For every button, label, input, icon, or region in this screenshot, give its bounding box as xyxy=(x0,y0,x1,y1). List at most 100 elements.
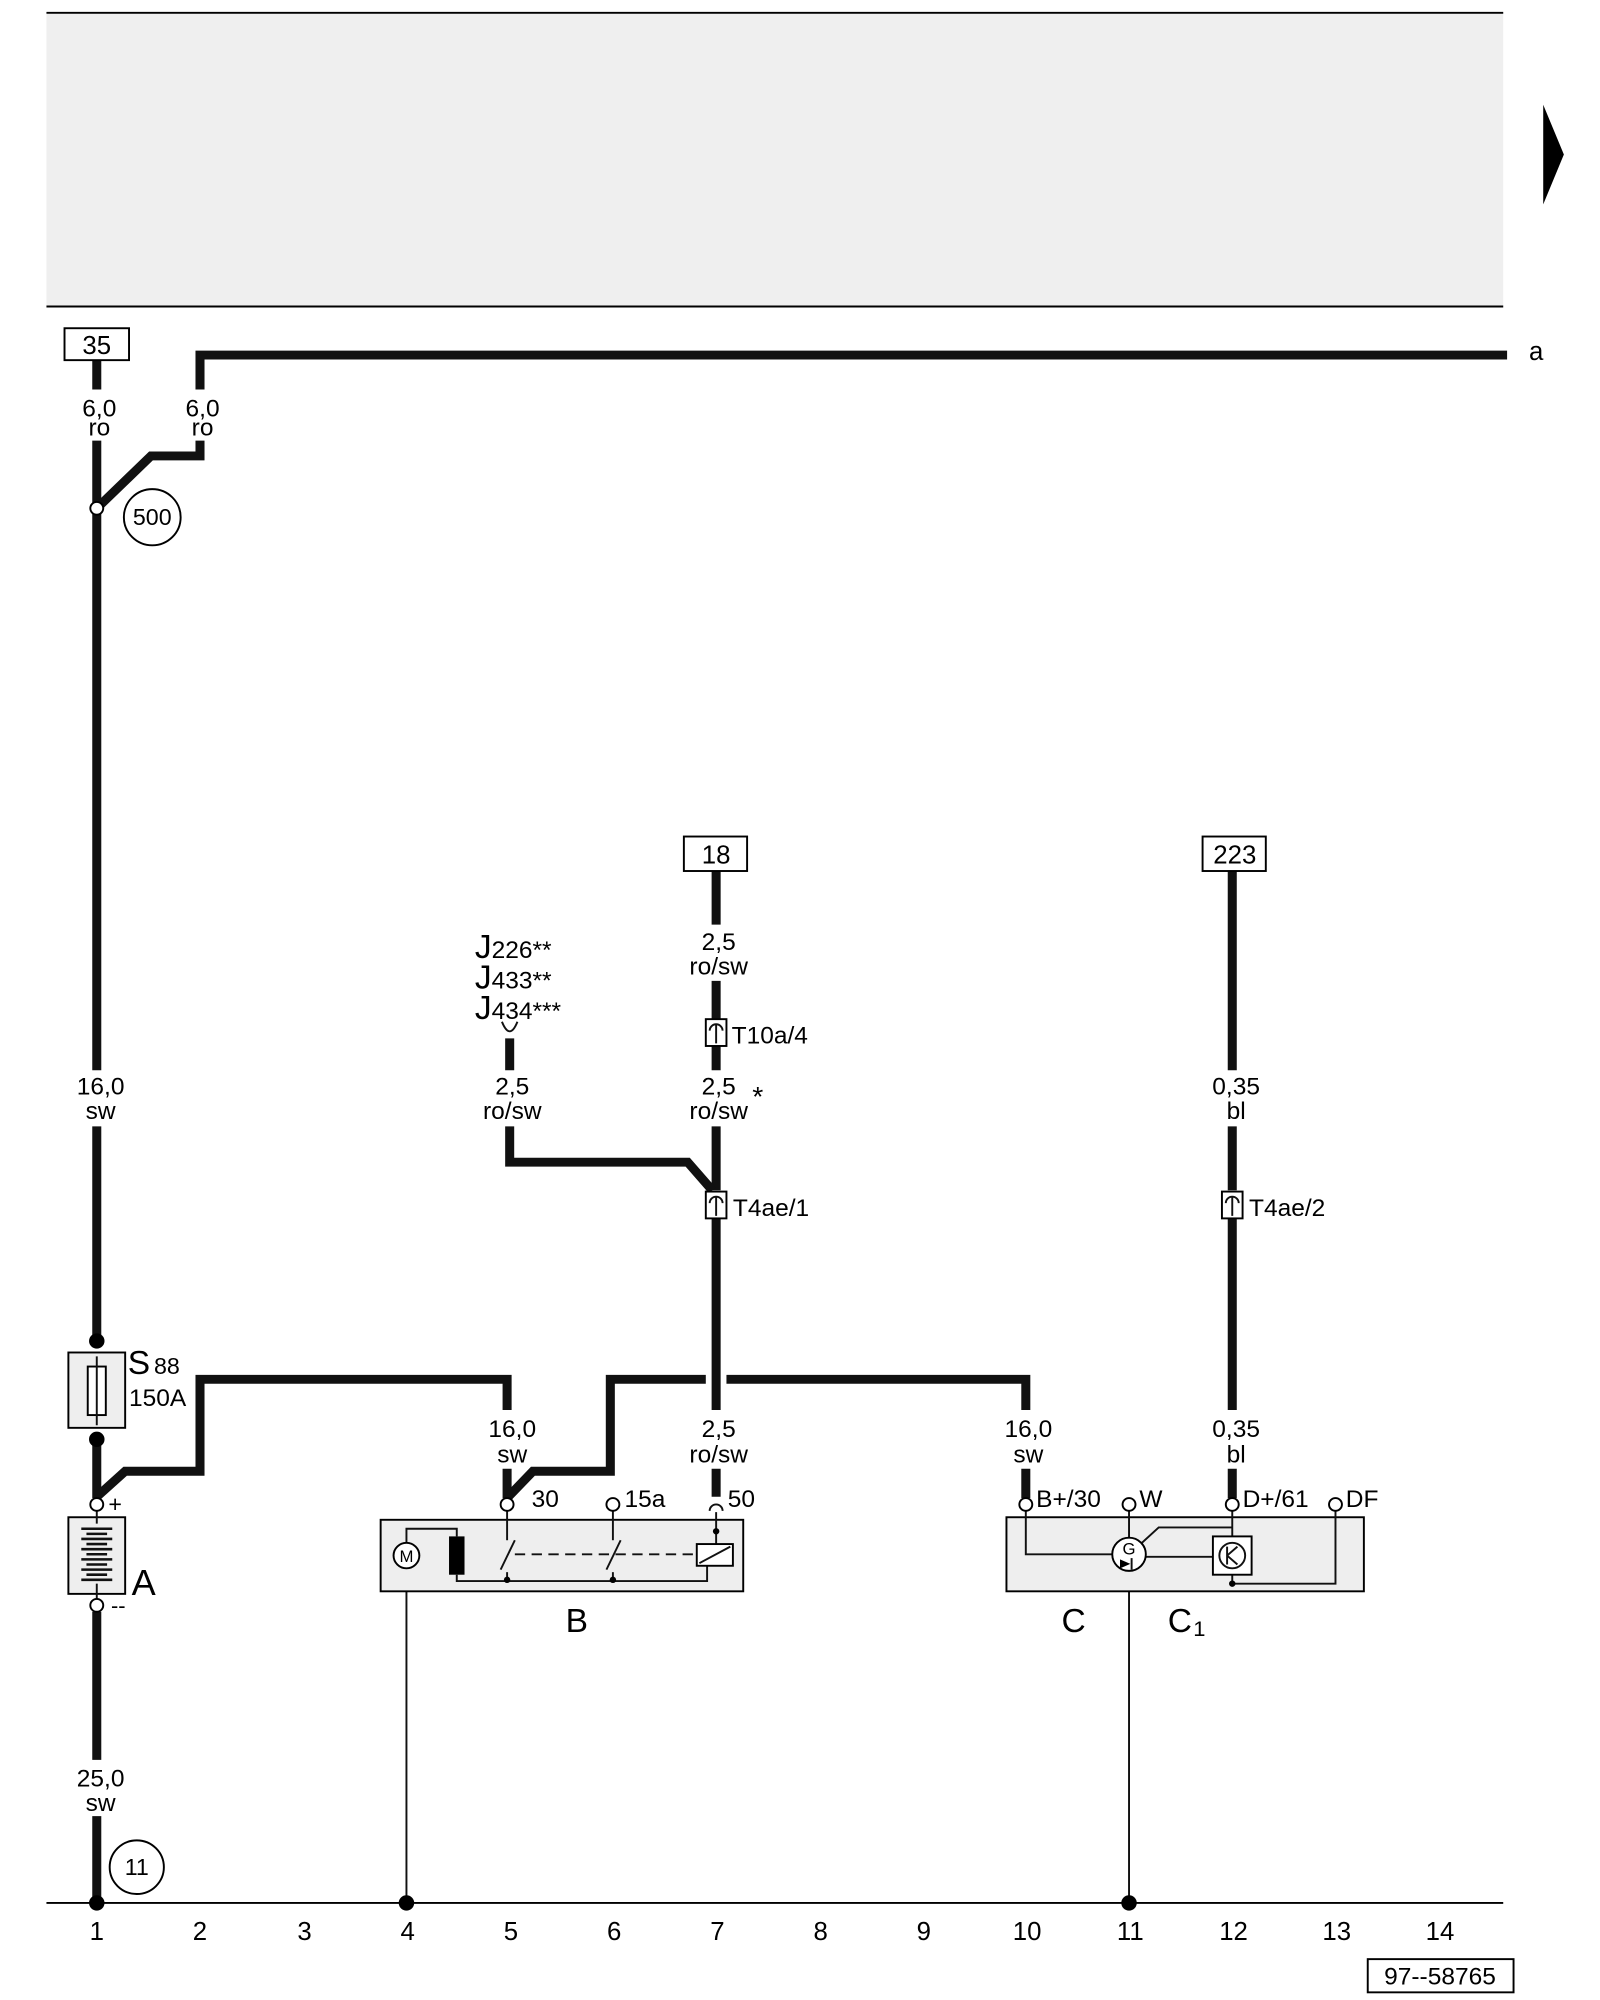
diagram-id-frame xyxy=(1366,1958,1515,1994)
alternator-terminal-d61 xyxy=(1224,1497,1240,1512)
wire-cross-section: 2,5 xyxy=(702,1074,736,1101)
battery-positive-terminal xyxy=(89,1497,105,1512)
connector-label: T4ae/1 xyxy=(733,1195,809,1222)
terminal-50-node xyxy=(712,1528,720,1535)
wire-label: 6,0 ro xyxy=(186,395,220,441)
wire-label: 16,0 sw xyxy=(1005,1416,1053,1468)
starter-terminal-15a xyxy=(605,1497,621,1512)
transistor-symbol xyxy=(1226,1545,1239,1566)
connector xyxy=(704,1018,728,1047)
track-number: 9 xyxy=(917,1918,931,1946)
alternator-terminal-w xyxy=(1121,1497,1137,1512)
wire-cross-section: 16,0 xyxy=(1005,1416,1053,1443)
wire-color: sw xyxy=(86,1098,116,1125)
control-unit-number: 433** xyxy=(492,968,552,995)
connector xyxy=(704,1190,728,1220)
starter-internal-bus xyxy=(455,1565,709,1583)
wire-starter-to-alternator-a xyxy=(503,1374,706,1502)
battery-negative-terminal xyxy=(89,1598,105,1613)
track-number: 2 xyxy=(193,1918,207,1946)
wire-color: ro xyxy=(88,415,110,442)
fuse-top-dot xyxy=(89,1333,105,1349)
switch-30-node xyxy=(503,1576,511,1584)
track-number: 1 xyxy=(90,1918,104,1946)
switch-30-contact-icon xyxy=(499,1539,516,1571)
control-unit-ref: J433** xyxy=(475,960,552,997)
plug-socket-icon xyxy=(501,1021,519,1033)
wire-note-asterisk: * xyxy=(752,1080,763,1112)
wire-label: 25,0 sw xyxy=(77,1766,125,1817)
control-unit-number: 434*** xyxy=(492,998,562,1025)
control-unit-letter: J xyxy=(475,929,492,966)
diagram-id-box: 97--58765 xyxy=(1366,1958,1515,1994)
connector-label: T4ae/2 xyxy=(1249,1195,1325,1222)
fuse-letter: S xyxy=(128,1345,150,1382)
starter-motor-label: M xyxy=(399,1547,413,1566)
track-number: 5 xyxy=(504,1918,518,1946)
battery-cells-icon xyxy=(81,1527,113,1582)
wire-cross-section: 16,0 xyxy=(77,1074,125,1101)
wire-cross-section: 2,5 xyxy=(495,1074,529,1101)
connector-label: T10a/4 xyxy=(732,1023,808,1050)
wire-label: 2,5 ro/sw xyxy=(689,929,748,980)
track-number: 8 xyxy=(813,1918,827,1946)
wire-color: ro/sw xyxy=(483,1098,542,1125)
reference-box-label: 18 xyxy=(702,841,731,869)
wire-label: 0,35 bl xyxy=(1212,1416,1260,1468)
alternator: G B+/30 W D+/61 DF C C1 xyxy=(1005,1486,1378,1641)
ground-point-label: 500 xyxy=(133,504,172,530)
connector-pin-icon xyxy=(708,1195,724,1216)
wire-j-branch-b xyxy=(505,1126,716,1194)
connector xyxy=(1220,1190,1244,1220)
wire-label: 16,0 sw xyxy=(488,1416,536,1468)
reference-box: 18 xyxy=(682,835,749,872)
header-panel xyxy=(46,12,1504,307)
control-unit-number: 226** xyxy=(492,937,552,964)
track-number: 13 xyxy=(1322,1918,1351,1946)
battery-positive-sign: + xyxy=(108,1491,122,1517)
starter-terminal-label: 15a xyxy=(625,1486,666,1513)
fuse-number: 88 xyxy=(154,1353,180,1379)
wire-label: 2,5 ro/sw * xyxy=(689,1074,763,1125)
starter-housing xyxy=(379,1518,745,1593)
starter-terminal-label: 50 xyxy=(728,1486,755,1513)
wire-color: bl xyxy=(1227,1098,1246,1125)
switch-15a-node xyxy=(609,1576,617,1584)
regulator-node xyxy=(1229,1580,1236,1587)
track-number: 6 xyxy=(607,1918,621,1946)
track-number: 14 xyxy=(1426,1918,1455,1946)
fuse-rating: 150A xyxy=(129,1385,187,1412)
rectifier-diode-icon xyxy=(1120,1559,1131,1569)
starter-label: B xyxy=(566,1603,588,1640)
ground-dot-track1 xyxy=(89,1895,105,1911)
wire-color: sw xyxy=(1013,1441,1043,1468)
ground-point-label: 11 xyxy=(125,1854,149,1880)
wire-cross-section: 0,35 xyxy=(1212,1416,1260,1443)
wire-starter-to-alternator-b xyxy=(726,1374,1031,1410)
alternator-excitation-wire xyxy=(1141,1526,1233,1544)
junction-point xyxy=(89,500,105,516)
ground-dot-track11 xyxy=(1121,1895,1137,1911)
alternator-terminal-label: D+/61 xyxy=(1243,1486,1309,1513)
reference-box-frame xyxy=(1201,835,1267,872)
reference-box-label: 223 xyxy=(1213,841,1256,869)
reference-box-frame xyxy=(682,835,749,872)
wire-color: sw xyxy=(497,1441,527,1468)
continuation-label: a xyxy=(1529,338,1544,366)
reference-box-frame xyxy=(63,327,130,362)
reference-box-label: 35 xyxy=(82,332,111,360)
regulator-label: C1 xyxy=(1168,1603,1206,1641)
ground-point: 11 xyxy=(108,1839,165,1895)
regulator-index: 1 xyxy=(1193,1616,1205,1641)
ground-point-circle xyxy=(122,488,182,547)
regulator-letter: C xyxy=(1168,1603,1192,1640)
starter-internal-wire xyxy=(405,1527,458,1543)
wire-color: ro xyxy=(192,415,214,442)
diagram-id: 97--58765 xyxy=(1384,1964,1496,1991)
fuse-bottom-dot xyxy=(89,1431,105,1447)
control-unit-letter: J xyxy=(475,990,492,1027)
wire-battery-to-starter xyxy=(93,1374,512,1501)
wire-cross-section: 6,0 xyxy=(82,395,116,422)
